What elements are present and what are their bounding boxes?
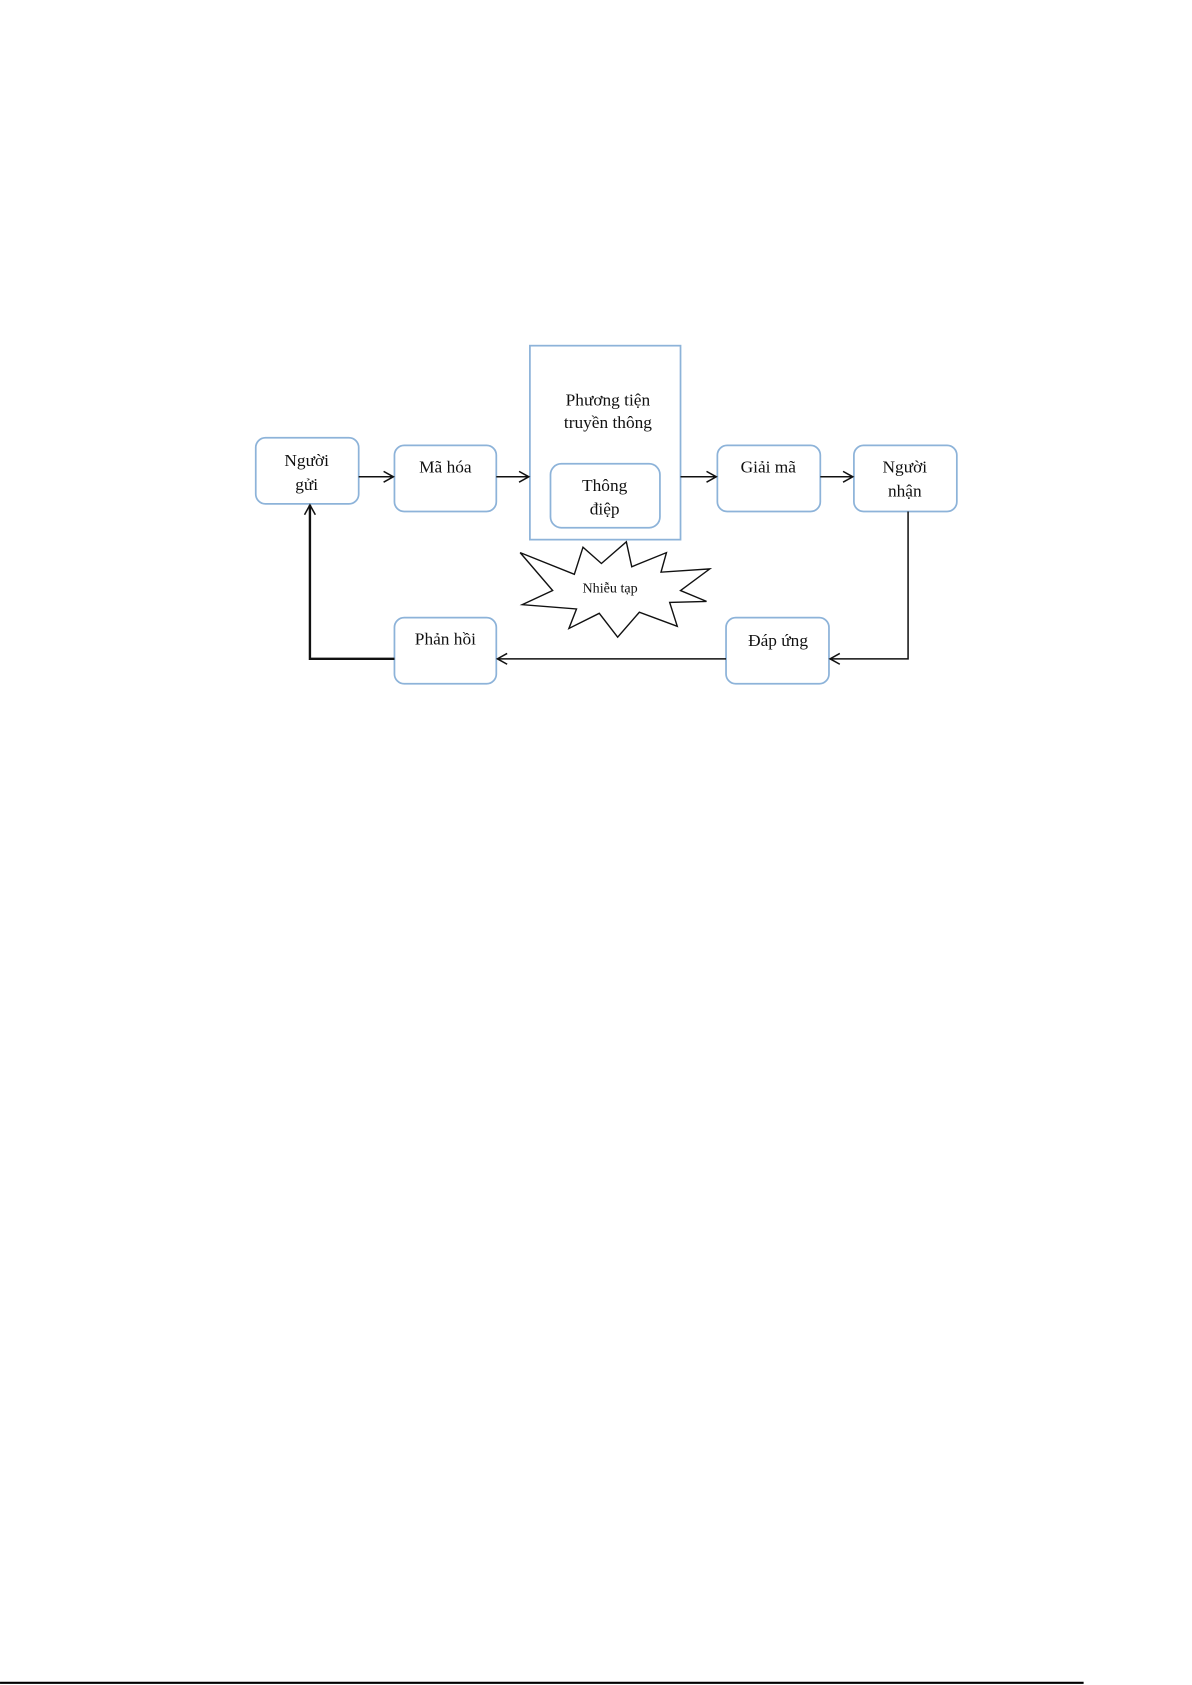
noise-starburst-shape (519, 540, 713, 639)
node-sender-label-2: gửi (295, 475, 318, 494)
arrow-receiver-to-response (828, 511, 909, 665)
node-sender: Người gửi (254, 436, 360, 505)
node-message: Thông điệp (549, 462, 661, 529)
node-receiver: Người nhận (853, 444, 958, 513)
node-channel-label-2: truyền thông (564, 413, 652, 432)
node-encode-label: Mã hóa (419, 457, 472, 476)
node-receiver-label-2: nhận (888, 481, 922, 500)
node-feedback: Phản hồi (393, 616, 498, 685)
node-noise: Nhiễu tạp (519, 540, 713, 639)
node-decode: Giải mã (716, 444, 822, 513)
node-receiver-label-1: Người (883, 457, 928, 476)
node-noise-label: Nhiễu tạp (583, 581, 638, 597)
node-sender-label-1: Người (284, 451, 329, 470)
node-encode: Mã hóa (393, 444, 498, 513)
node-message-label-1: Thông (582, 476, 628, 495)
node-decode-label: Giải mã (741, 457, 797, 476)
node-response: Đáp ứng (725, 616, 830, 685)
node-response-label: Đáp ứng (748, 631, 808, 650)
node-channel: Phương tiện truyền thông Thông điệp (529, 344, 682, 541)
arrow-feedback-to-sender (303, 503, 395, 661)
node-channel-label-1: Phương tiện (566, 390, 651, 409)
node-message-label-2: điệp (590, 500, 620, 519)
node-feedback-label: Phản hồi (415, 630, 476, 649)
